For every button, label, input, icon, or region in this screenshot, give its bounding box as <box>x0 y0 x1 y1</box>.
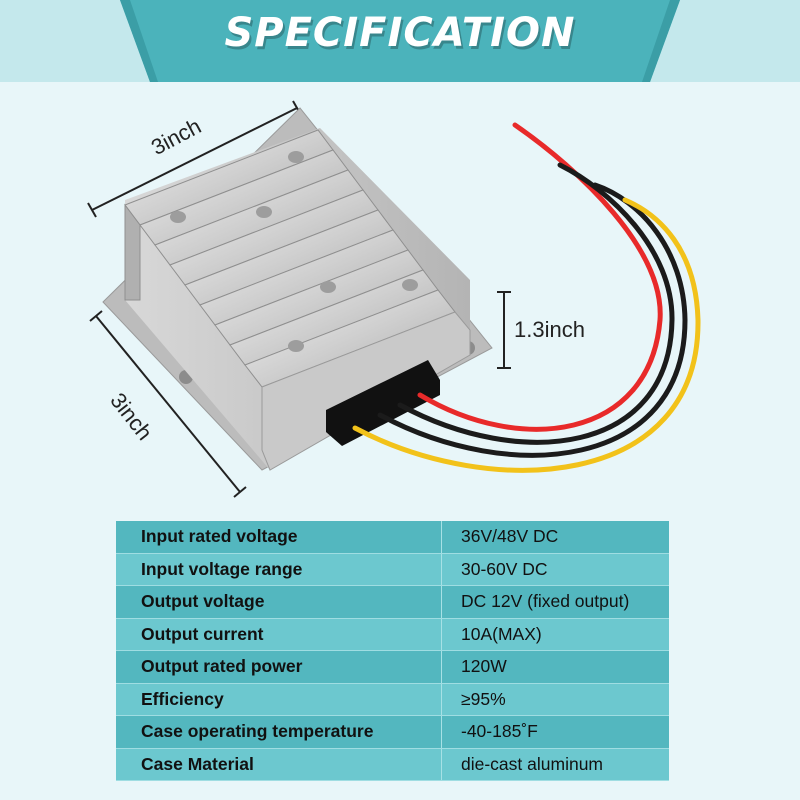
wire-grommet <box>326 360 440 446</box>
spec-label: Output voltage <box>116 585 442 619</box>
spec-value: 120W <box>441 650 669 684</box>
dimension-line-height <box>497 291 511 369</box>
table-row: Input rated voltage 36V/48V DC <box>116 521 669 554</box>
spec-value: DC 12V (fixed output) <box>441 585 669 619</box>
banner-background <box>0 0 800 82</box>
spec-label: Efficiency <box>116 683 442 716</box>
spec-value: ≥95% <box>441 683 669 716</box>
table-row: Output current 10A(MAX) <box>116 618 669 651</box>
spec-value: 36V/48V DC <box>441 521 669 554</box>
table-row: Case Material die-cast aluminum <box>116 748 669 781</box>
page-title: SPECIFICATION <box>224 10 576 56</box>
table-row: Output rated power 120W <box>116 650 669 684</box>
spec-value: 10A(MAX) <box>441 618 669 651</box>
table-row: Input voltage range 30-60V DC <box>116 553 669 586</box>
spec-label: Output current <box>116 618 442 651</box>
table-row: Output voltage DC 12V (fixed output) <box>116 585 669 619</box>
table-row: Efficiency ≥95% <box>116 683 669 716</box>
spec-label: Output rated power <box>116 650 442 684</box>
spec-label: Case operating temperature <box>116 715 442 749</box>
spec-label: Case Material <box>116 748 442 781</box>
output-wires <box>352 122 701 473</box>
dimension-line-left <box>89 310 247 498</box>
dimension-height-label: 1.3inch <box>514 317 585 342</box>
spec-label: Input rated voltage <box>116 521 442 554</box>
spec-label: Input voltage range <box>116 553 442 586</box>
spec-value: 30-60V DC <box>441 553 669 586</box>
table-row: Case operating temperature -40-185˚F <box>116 715 669 749</box>
spec-table: Input rated voltage 36V/48V DC Input vol… <box>116 521 669 781</box>
spec-value: die-cast aluminum <box>441 748 669 781</box>
spec-value: -40-185˚F <box>441 715 669 749</box>
converter-illustration <box>87 100 701 498</box>
heatsink-fins <box>124 129 456 388</box>
